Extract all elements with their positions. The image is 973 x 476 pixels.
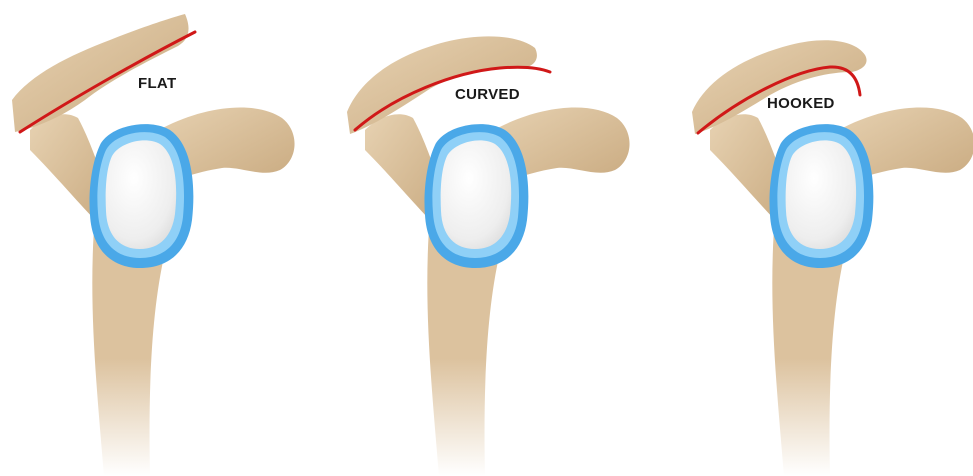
scapula-illustration	[710, 108, 973, 476]
acromion-flat	[12, 14, 189, 132]
label-curved: CURVED	[455, 86, 520, 103]
panel-curved: CURVED	[347, 36, 630, 476]
scapula-illustration	[365, 108, 630, 476]
panel-hooked: HOOKED	[692, 40, 973, 476]
panel-flat: FLAT	[12, 14, 295, 476]
label-flat: FLAT	[138, 75, 176, 92]
acromion-hooked	[692, 40, 867, 134]
scapula-illustration	[30, 108, 295, 476]
label-hooked: HOOKED	[767, 95, 835, 112]
